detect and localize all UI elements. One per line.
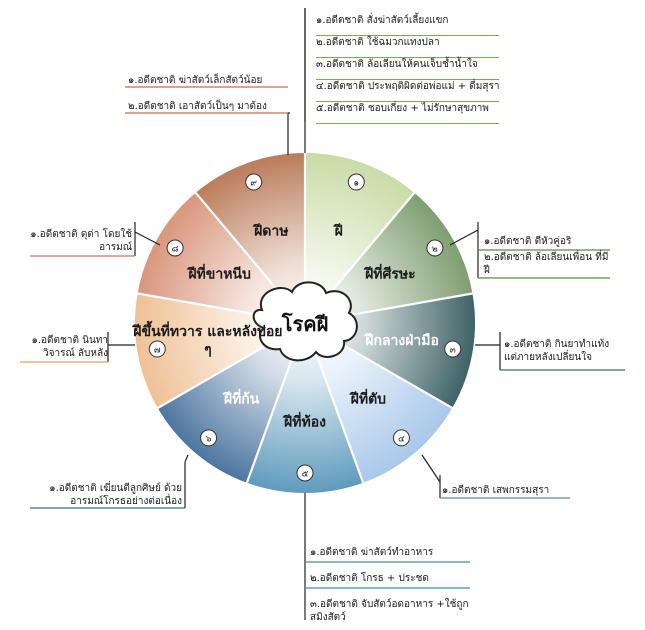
callout-line: ๑.อดีตชาติ ฆ่าสัตว์ทำอาหาร	[310, 547, 434, 558]
callout-sector-7: ๑.อดีตชาติ นินทา วิจารณ์ ลับหลัง	[22, 334, 108, 360]
sector-label-3: ฝีกลางฝ่ามือ	[363, 333, 439, 349]
callout-line: ๑.อดีตชาติ เฆี่ยนตีลูกศิษย์ ด้วยอารมณ์โก…	[49, 483, 182, 507]
callout-line: ๓.อดีตชาติ ล้อเลียนให้คนเจ็บช้ำน้ำใจ	[316, 58, 500, 80]
sector-number-badge	[200, 429, 218, 447]
sector-label-7: ฝีขึ้นที่ทวาร และหลังบ่อยๆ	[131, 320, 282, 358]
center-label: โรคฝี	[281, 312, 329, 336]
sector-number-badge	[444, 340, 462, 358]
callout-sector-9: ๑.อดีตชาติ ฆ่าสัตว์เล็กสัตว์น้อย ๒.อดีตช…	[128, 74, 267, 120]
callout-sector-5: ๑.อดีตชาติ ฆ่าสัตว์ทำอาหาร ๒.อดีตชาติ โก…	[310, 546, 475, 624]
connector-line	[134, 231, 161, 246]
sector-number: ๘	[172, 245, 179, 255]
sector-number-badge	[166, 239, 184, 257]
callout-sector-2: ๑.อดีตชาติ ตีหัวคู่อริ ๒.อดีตชาติ ล้อเลี…	[484, 235, 609, 277]
callout-line: ๑.อดีตชาติ นินทา วิจารณ์ ลับหลัง	[31, 335, 108, 359]
sector-number-badge	[296, 464, 314, 482]
callout-line: ๒.อดีตชาติ ล้อเลียนเพื่อน ที่มีฝี	[484, 252, 609, 276]
callout-line: ๑.อดีตชาติ ตีหัวคู่อริ	[484, 236, 572, 247]
callout-line: ๑.อดีตชาติ เสพกรรมสุรา	[442, 485, 550, 496]
sector-number: ๒	[432, 245, 438, 255]
connector-line	[287, 112, 290, 155]
connector-line	[421, 454, 441, 483]
sector-number: ๓	[450, 346, 456, 356]
sector-number: ๔	[398, 434, 405, 444]
sector-label-5: ฝีที่ท้อง	[282, 412, 326, 431]
callout-line: ๑.อดีตชาติ สั่งฆ่าสัตว์เลี้ยงแขก	[316, 14, 500, 36]
callout-line: ๒.อดีตชาติ เอาสัตว์เป็นๆ มาต้อง	[128, 101, 267, 112]
callout-line: ๑.อดีตชาติ ฆ่าสัตว์เล็กสัตว์น้อย	[128, 75, 263, 86]
sector-number-badge	[392, 429, 410, 447]
callout-line: ๓.อดีตชาติ จับสัตว์อดอาหาร +ใช้ถูกสมิงสั…	[310, 599, 469, 623]
callout-line: ๑.อดีตชาติ ดุด่า โดยใช้อารมณ์	[30, 229, 132, 253]
callout-line: ๕.อดีตชาติ ชอบเกี่ยง + ไม่รักษาสุขภาพ	[316, 102, 500, 124]
sector-number-badge	[347, 173, 365, 191]
sector-number-badge	[426, 239, 444, 257]
sector-number: ๗	[154, 346, 161, 356]
sector-number: ๑	[353, 179, 359, 189]
sector-number-badge	[245, 173, 263, 191]
sector-number-badge	[148, 340, 166, 358]
sector-label-6: ฝีที่ก้น	[222, 389, 260, 408]
connector-line	[449, 229, 479, 246]
callout-line: ๒.อดีตชาติ โกรธ + ประชด	[310, 573, 429, 584]
sector-label-4: ฝีที่ตับ	[348, 389, 386, 408]
connector-line	[184, 454, 189, 463]
sector-label-9: ฝีดาษ	[252, 223, 289, 239]
sector-number: ๖	[206, 434, 212, 444]
callout-line: ๑.อดีตชาติ กินยาทำแท้ง แต่ภายหลังเปลี่ยน…	[504, 339, 610, 363]
callout-sector-3: ๑.อดีตชาติ กินยาทำแท้ง แต่ภายหลังเปลี่ยน…	[504, 338, 624, 364]
callout-sector-6: ๑.อดีตชาติ เฆี่ยนตีลูกศิษย์ ด้วยอารมณ์โก…	[30, 482, 182, 508]
callout-line: ๒.อดีตชาติ ใช้ฉมวกแทงปลา	[316, 36, 500, 58]
callout-line: ๔.อดีตชาติ ประพฤติผิดต่อพ่อแม่ + ดื่มสุร…	[316, 80, 500, 102]
sector-label-1: ฝี	[332, 223, 343, 239]
sector-number: ๕	[302, 470, 309, 480]
sector-label-8: ฝีที่ขาหนีบ	[186, 264, 251, 283]
sector-label-2: ฝีที่ศีรษะ	[363, 264, 416, 283]
callout-sector-1: ๑.อดีตชาติ สั่งฆ่าสัตว์เลี้ยงแขก ๒.อดีตช…	[316, 14, 500, 124]
callout-sector-4: ๑.อดีตชาติ เสพกรรมสุรา	[442, 484, 549, 497]
callout-sector-8: ๑.อดีตชาติ ดุด่า โดยใช้อารมณ์	[30, 228, 132, 254]
sector-number: ๙	[250, 179, 257, 189]
center-cloud	[252, 281, 358, 362]
